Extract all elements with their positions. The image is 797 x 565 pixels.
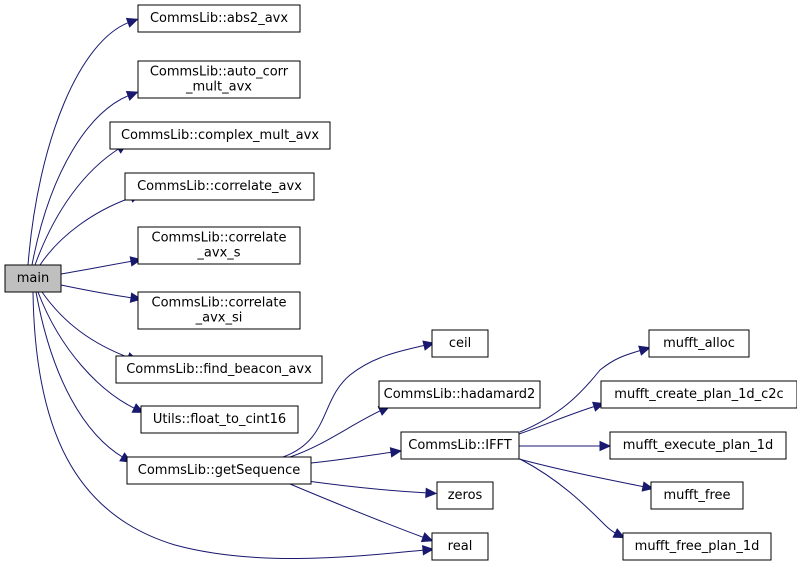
node-correlate[interactable]: CommsLib::correlate_avx bbox=[124, 172, 315, 201]
node-box bbox=[124, 172, 315, 201]
node-box bbox=[431, 532, 489, 561]
node-label: _avx_s bbox=[196, 246, 240, 261]
node-box bbox=[140, 405, 299, 434]
edge-getSequence-to-real bbox=[289, 483, 434, 543]
node-box bbox=[650, 481, 744, 510]
node-box bbox=[431, 329, 489, 358]
node-label: CommsLib::correlate bbox=[152, 296, 287, 311]
node-label: CommsLib::abs2_avx bbox=[150, 11, 288, 26]
node-label: mufft_create_plan_1d_c2c bbox=[614, 387, 783, 402]
node-label: CommsLib::hadamard2 bbox=[384, 387, 536, 402]
node-real[interactable]: real bbox=[431, 532, 489, 561]
node-mufft-alloc[interactable]: mufft_alloc bbox=[648, 329, 750, 358]
node-label: mufft_execute_plan_1d bbox=[623, 438, 774, 453]
node-zeros[interactable]: zeros bbox=[436, 481, 494, 510]
node-box bbox=[400, 431, 520, 460]
node-label: CommsLib::auto_corr bbox=[150, 65, 289, 80]
edge-main-to-float_to_cint16 bbox=[37, 291, 145, 413]
node-mufft-free[interactable]: mufft_free bbox=[650, 481, 744, 510]
node-label: mufft_free bbox=[663, 488, 730, 503]
node-box bbox=[622, 532, 772, 561]
node-label: Utils::float_to_cint16 bbox=[153, 412, 286, 427]
node-box bbox=[137, 291, 301, 330]
node-label: CommsLib::find_beacon_avx bbox=[126, 362, 312, 377]
node-abs2[interactable]: CommsLib::abs2_avx bbox=[137, 4, 301, 33]
node-find-beacon[interactable]: CommsLib::find_beacon_avx bbox=[115, 355, 323, 384]
node-mufft-free-plan[interactable]: mufft_free_plan_1d bbox=[622, 532, 772, 561]
node-label: CommsLib::getSequence bbox=[138, 463, 300, 478]
node-correlate-s[interactable]: CommsLib::correlate_avx_s bbox=[137, 226, 301, 265]
edge-ifft-to-mufft_execute bbox=[518, 440, 612, 452]
node-getSequence[interactable]: CommsLib::getSequence bbox=[126, 456, 312, 485]
node-label: mufft_free_plan_1d bbox=[635, 539, 760, 554]
node-label: CommsLib::complex_mult_avx bbox=[121, 128, 319, 143]
node-label: CommsLib::correlate bbox=[152, 231, 287, 246]
node-box bbox=[600, 380, 797, 409]
edges-layer bbox=[27, 17, 655, 560]
node-box bbox=[115, 355, 323, 384]
node-box bbox=[126, 456, 312, 485]
edge-main-to-real bbox=[32, 291, 435, 560]
edge-getSequence-to-ifft bbox=[310, 447, 403, 464]
node-ceil[interactable]: ceil bbox=[431, 329, 489, 358]
edge-getSequence-to-ceil bbox=[282, 340, 435, 458]
node-ifft[interactable]: CommsLib::IFFT bbox=[400, 431, 520, 460]
node-mufft-execute[interactable]: mufft_execute_plan_1d bbox=[609, 431, 787, 460]
node-box bbox=[648, 329, 750, 358]
edge-main-to-abs2 bbox=[27, 17, 139, 266]
edge-main-to-correlate_si bbox=[60, 284, 143, 303]
edge-ifft-to-mufft_free bbox=[518, 458, 655, 492]
node-box bbox=[109, 121, 331, 150]
edge-main-to-correlate_s bbox=[60, 256, 143, 275]
edge-main-to-auto_corr bbox=[31, 90, 139, 266]
edge-getSequence-to-zeros bbox=[299, 479, 438, 499]
node-correlate-si[interactable]: CommsLib::correlate_avx_si bbox=[137, 291, 301, 330]
node-label: real bbox=[448, 539, 473, 554]
node-hadamard2[interactable]: CommsLib::hadamard2 bbox=[378, 380, 541, 409]
node-label: CommsLib::correlate_avx bbox=[137, 179, 302, 194]
node-auto-corr[interactable]: CommsLib::auto_corr_mult_avx bbox=[137, 60, 301, 99]
node-label: mufft_alloc bbox=[663, 336, 735, 351]
edge-ifft-to-mufft_alloc bbox=[519, 345, 651, 433]
node-label: zeros bbox=[448, 488, 483, 503]
node-mufft-create[interactable]: mufft_create_plan_1d_c2c bbox=[600, 380, 797, 409]
node-box bbox=[137, 60, 301, 99]
edge-main-to-find_beacon bbox=[41, 291, 139, 363]
nodes-layer: main CommsLib::abs2_avxCommsLib::auto_cor… bbox=[4, 4, 797, 561]
node-label: main bbox=[17, 271, 49, 286]
node-label: ceil bbox=[449, 336, 471, 351]
node-box bbox=[4, 264, 62, 293]
node-box bbox=[137, 226, 301, 265]
node-label: _avx_si bbox=[195, 311, 243, 326]
node-main[interactable]: main bbox=[4, 264, 62, 293]
node-box bbox=[609, 431, 787, 460]
node-box bbox=[137, 4, 301, 33]
node-box bbox=[378, 380, 541, 409]
node-float-to-cint16[interactable]: Utils::float_to_cint16 bbox=[140, 405, 299, 434]
edge-ifft-to-mufft_free_plan bbox=[519, 458, 626, 539]
node-box bbox=[436, 481, 494, 510]
edge-getSequence-to-hadamard2 bbox=[289, 406, 391, 458]
node-label: CommsLib::IFFT bbox=[408, 438, 512, 453]
node-complex-mult[interactable]: CommsLib::complex_mult_avx bbox=[109, 121, 331, 150]
edge-main-to-correlate bbox=[39, 192, 142, 266]
edge-main-to-complex_mult bbox=[34, 143, 128, 266]
node-label: _mult_avx bbox=[185, 80, 252, 95]
